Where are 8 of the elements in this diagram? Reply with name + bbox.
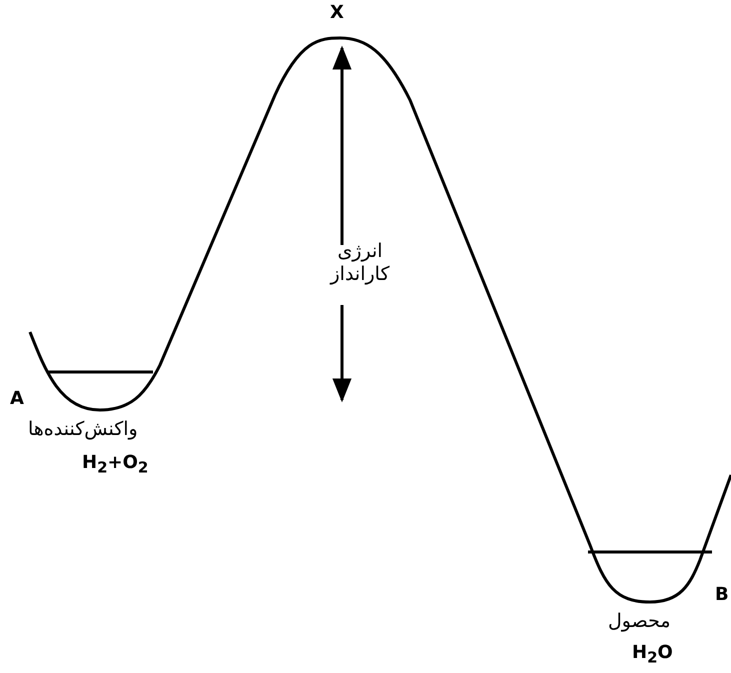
point-label: X — [330, 2, 344, 24]
point-label: A — [10, 388, 24, 410]
reactants-label: واکنش‌کننده‌ها — [28, 418, 138, 441]
formula-label: H$_{2}$O — [632, 642, 673, 667]
point-label: B — [715, 584, 729, 606]
energy-label: انرژی کارانداز — [328, 240, 390, 286]
product-label: محصول — [608, 610, 671, 633]
formula-label: H$_{2}$+O$_{2}$ — [82, 452, 148, 477]
